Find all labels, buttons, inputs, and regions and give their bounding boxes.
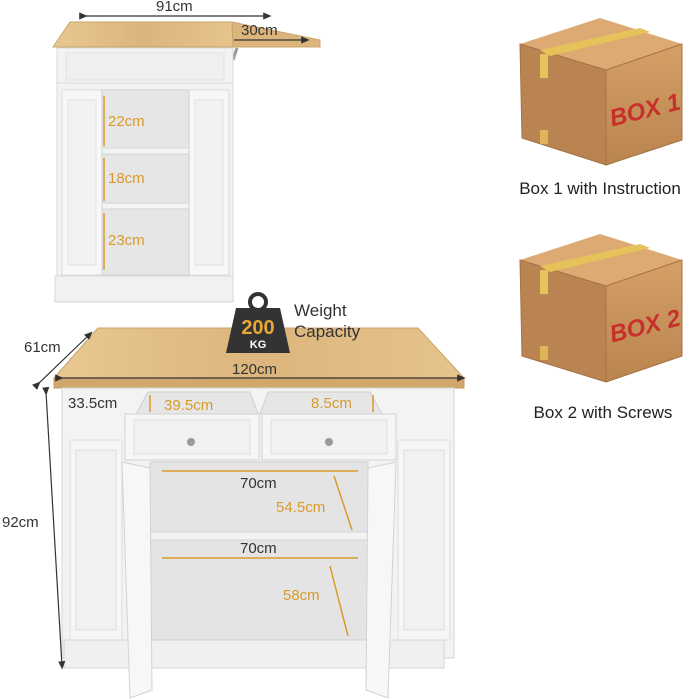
weight-unit: KG — [250, 339, 267, 351]
height-label: 92cm — [2, 514, 39, 531]
kitchen-island — [32, 327, 466, 699]
depth-label: 61cm — [24, 339, 61, 356]
box-1-caption: Box 1 with Instruction — [519, 179, 681, 198]
upper-width-label: 70cm — [240, 475, 277, 492]
weight-value: 200 — [241, 317, 274, 339]
small-cabinet — [52, 12, 321, 303]
shelf-3-label: 23cm — [108, 232, 145, 249]
shelf-1-label: 22cm — [108, 113, 145, 130]
shelf-2-label: 18cm — [108, 170, 145, 187]
drawer-height-label: 33.5cm — [68, 395, 117, 412]
box-2-icon — [519, 234, 683, 383]
flap-width-label: 30cm — [241, 22, 278, 39]
weight-capacity-line1: Weight — [294, 301, 347, 320]
weight-capacity-line2: Capacity — [294, 322, 361, 341]
top-width-label: 91cm — [156, 0, 193, 15]
weight-capacity-text: Weight Capacity — [294, 300, 360, 342]
lower-height-label: 58cm — [283, 587, 320, 604]
drawer-width-label: 39.5cm — [164, 397, 213, 414]
drawer-depth-label: 8.5cm — [311, 395, 352, 412]
width-label: 120cm — [232, 361, 277, 378]
box-1-icon — [519, 18, 683, 166]
upper-height-label: 54.5cm — [276, 499, 325, 516]
lower-width-label: 70cm — [240, 540, 277, 557]
weight-badge-icon — [226, 292, 290, 353]
box-2-caption: Box 2 with Screws — [533, 403, 673, 422]
